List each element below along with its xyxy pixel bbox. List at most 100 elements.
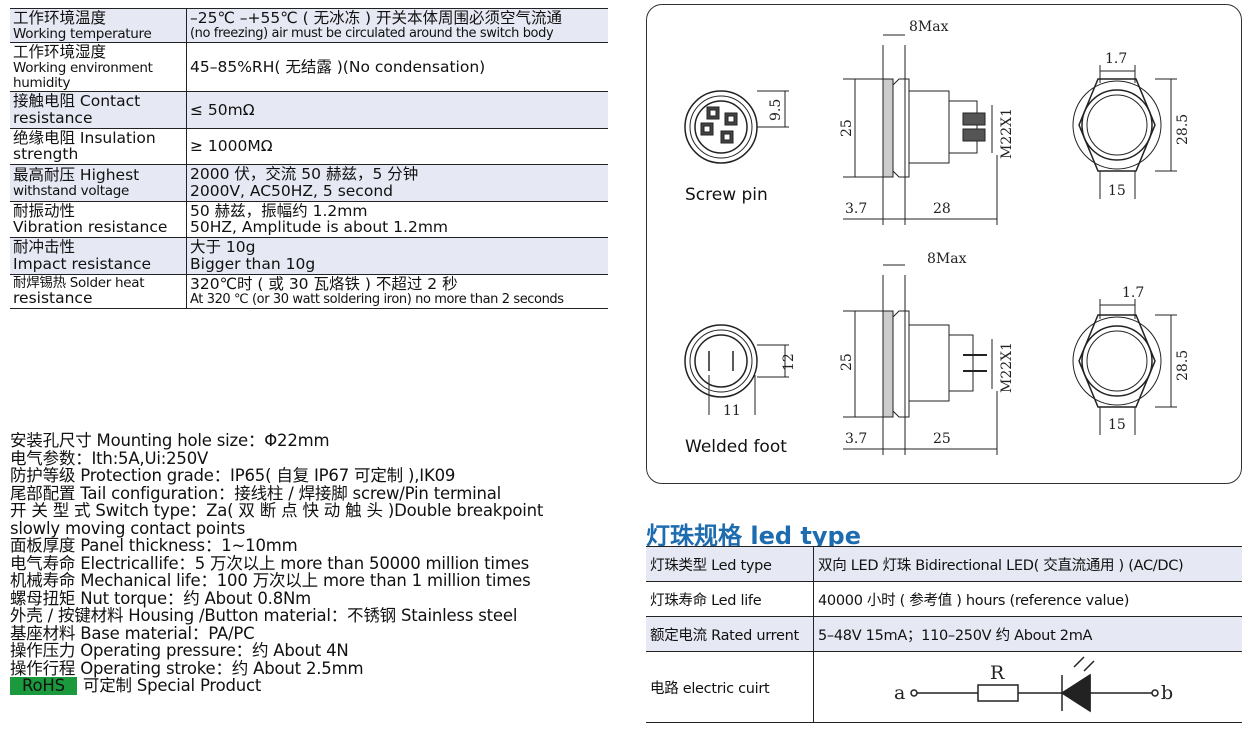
circuit-node-b: b — [1161, 682, 1173, 704]
spec-key-cn: 接触电阻 Contact — [13, 92, 141, 111]
led-row-life: 灯珠寿命 Led life 40000 小时 ( 参考值 ) hours (re… — [646, 581, 1242, 617]
dim-top-m22: M22X1 — [999, 108, 1015, 159]
spec-value-en: 50HZ, Amplitude is about 1.2mm — [190, 218, 449, 237]
spec-line: 开 关 型 式 Switch type：Za( 双 断 点 快 动 触 头 )D… — [10, 501, 544, 520]
led-key: 灯珠类型 Led type — [646, 546, 814, 582]
spec-line: 电气寿命 Electricallife：5 万次以上 more than 500… — [10, 553, 530, 573]
spec-line: 操作行程 Operating stroke：约 About 2.5mm — [10, 658, 364, 678]
spec-lines: 安装孔尺寸 Mounting hole size：Φ22mm 电气参数：Ith:… — [10, 432, 610, 695]
screw-pin-label: Screw pin — [685, 185, 768, 205]
dim-bot-11: 11 — [723, 403, 741, 419]
dim-bot-25: 25 — [839, 353, 855, 371]
dim-bot-m22: M22X1 — [999, 342, 1015, 393]
spec-value: 大于 10g — [190, 238, 256, 257]
spec-line: 面板厚度 Panel thickness：1~10mm — [10, 536, 298, 555]
led-value: 5–48V 15mA；110–250V 约 About 2mA — [813, 616, 1242, 652]
dim-top-1-7: 1.7 — [1105, 51, 1127, 67]
welded-foot-label: Welded foot — [685, 437, 787, 457]
screw-hex-view — [1072, 65, 1177, 199]
spec-key-cn: 工作环境湿度 — [13, 43, 107, 62]
spec-key-cn: 耐冲击性 — [13, 238, 76, 257]
led-key: 灯珠寿命 Led life — [646, 581, 814, 617]
led-key: 电路 electric cuirt — [646, 651, 814, 723]
spec-value: 320℃时 ( 或 30 瓦烙铁 ) 不超过 2 秒 — [190, 274, 458, 293]
spec-key-en: resistance — [13, 289, 93, 308]
dim-bot-12: 12 — [781, 353, 797, 371]
spec-value: 45–85%RH( 无结露 )(No condensation) — [190, 57, 486, 76]
spec-value: ≤ 50mΩ — [190, 100, 255, 119]
spec-key-en: strength — [13, 145, 79, 164]
circuit-diagram: a R b — [894, 656, 1173, 713]
spec-value: –25℃ –+55℃ ( 无冰冻 ) 开关本体周围必须空气流通 — [190, 9, 562, 28]
rohs-badge: RoHS — [10, 677, 77, 695]
spec-key-cn: 绝缘电阻 Insulation — [13, 128, 156, 147]
led-table: 灯珠类型 Led type 双向 LED 灯珠 Bidirectional LE… — [646, 546, 1242, 723]
spec-line: 操作压力 Operating pressure：约 About 4N — [10, 641, 349, 660]
spec-line: 电气参数：Ith:5A,Ui:250V — [10, 448, 209, 468]
spec-value-en: (no freezing) air must be circulated aro… — [190, 26, 554, 41]
spec-line: 尾部配置 Tail configuration：接线柱 / 焊接脚 screw/… — [10, 483, 502, 503]
led-circuit-cell: a R b — [813, 651, 1242, 723]
spec-key-en: Working temperature — [13, 25, 152, 42]
dim-bot-28-5: 28.5 — [1175, 350, 1191, 381]
dim-top-25: 25 — [839, 119, 855, 137]
spec-value-en: At 320 ℃ (or 30 watt soldering iron) no … — [190, 291, 564, 307]
dim-top-15: 15 — [1108, 183, 1126, 199]
welded-hex-view — [1072, 299, 1177, 435]
spec-line: 防护等级 Protection grade：IP65( 自复 IP67 可定制 … — [10, 466, 456, 485]
led-row-circuit: 电路 electric cuirt a R b — [646, 651, 1242, 723]
screw-front-view — [684, 90, 789, 164]
spec-value-en: Bigger than 10g — [190, 254, 316, 273]
technical-drawings: 8Max 9.5 25 M22X1 3.7 28 1.7 28.5 15 8Ma… — [684, 19, 1191, 455]
dim-top-28: 28 — [933, 201, 951, 217]
spec-key-en: resistance — [13, 108, 93, 127]
welded-side-view — [843, 264, 998, 455]
dim-top-9-5: 9.5 — [768, 99, 784, 121]
spec-value: 2000 伏，交流 50 赫兹，5 分钟 — [190, 165, 419, 184]
dim-bot-15: 15 — [1108, 417, 1126, 433]
led-section-title: 灯珠规格 led type — [646, 522, 861, 550]
dim-bot-8max: 8Max — [927, 251, 967, 267]
screw-side-view — [843, 34, 998, 225]
spec-key-en-2: humidity — [13, 74, 71, 91]
dim-bot-25b: 25 — [933, 431, 951, 447]
resistor-symbol — [977, 684, 1019, 702]
spec-line: 基座材料 Base material：PA/PC — [10, 623, 255, 643]
rohs-line: RoHS 可定制 Special Product — [10, 677, 610, 695]
spec-value: 50 赫兹，振幅约 1.2mm — [190, 201, 368, 220]
dim-top-8max: 8Max — [909, 19, 949, 35]
spec-key-en: Working environment — [13, 60, 153, 77]
led-diode-symbol — [1060, 673, 1091, 713]
spec-line: 机械寿命 Mechanical life：100 万次以上 more than … — [10, 571, 531, 590]
rohs-text: 可定制 Special Product — [82, 676, 262, 695]
spec-key-en: Impact resistance — [13, 254, 152, 273]
spec-key-en: Vibration resistance — [13, 218, 168, 237]
spec-value-en: 2000V, AC50HZ, 5 second — [190, 181, 393, 200]
led-key: 额定电流 Rated urrent — [646, 616, 814, 652]
spec-key-cn: 工作环境温度 — [13, 9, 107, 27]
dim-top-28-5: 28.5 — [1175, 114, 1191, 145]
circuit-node-a: a — [894, 682, 905, 704]
welded-front-view — [684, 324, 789, 415]
spec-line: 外壳 / 按键材料 Housing /Button material：不锈钢 S… — [10, 606, 518, 625]
led-value: 40000 小时 ( 参考值 ) hours (reference value) — [813, 581, 1242, 617]
spec-key-en: withstand voltage — [13, 182, 129, 199]
led-row-type: 灯珠类型 Led type 双向 LED 灯珠 Bidirectional LE… — [646, 546, 1242, 582]
dim-top-3-7: 3.7 — [845, 201, 867, 217]
spec-value: ≥ 1000MΩ — [190, 137, 273, 156]
led-value: 双向 LED 灯珠 Bidirectional LED( 交直流通用 ) (AC… — [813, 546, 1242, 582]
spec-key-cn: 耐焊锡热 Solder heat — [13, 274, 145, 291]
led-row-current: 额定电流 Rated urrent 5–48V 15mA；110–250V 约 … — [646, 616, 1242, 652]
circuit-resistor-label: R — [990, 662, 1005, 684]
dim-bot-1-7: 1.7 — [1122, 285, 1144, 301]
spec-key-cn: 最高耐压 Highest — [13, 166, 140, 185]
